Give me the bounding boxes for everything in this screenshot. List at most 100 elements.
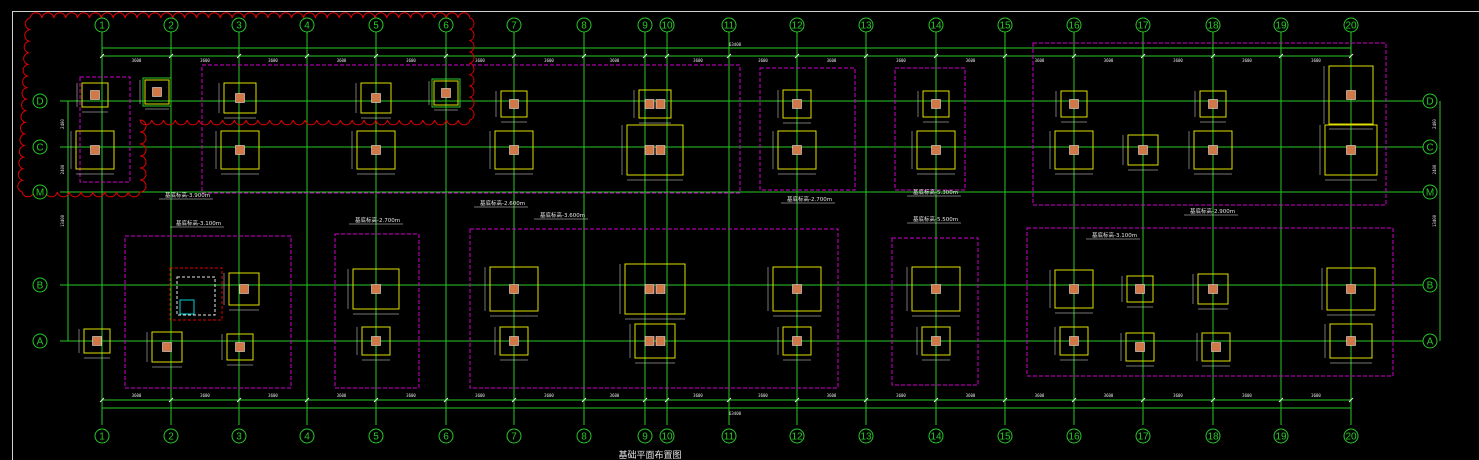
axis-bubble-bottom-18: 18: [1205, 428, 1221, 444]
axis-bubble-circle: [1422, 333, 1438, 349]
elevation-zone: [334, 233, 420, 389]
bay-dim-top: 3600: [693, 58, 703, 63]
bay-dim-bottom: 3600: [200, 393, 210, 398]
axis-bubble-label: 12: [791, 21, 803, 32]
axis-bubble-circle: [231, 428, 247, 444]
column: [239, 284, 249, 294]
bay-dim-top: 3600: [1242, 58, 1252, 63]
footing: [772, 266, 822, 312]
elevation-zone: [891, 237, 979, 386]
footing: [1127, 134, 1159, 166]
footing: [75, 130, 115, 170]
axis-bubble-circle: [32, 139, 48, 155]
column: [1346, 284, 1356, 294]
overall-dim-top: 63400: [729, 42, 742, 47]
axis-bubble-label: 9: [642, 432, 648, 443]
dim-tick: [1348, 53, 1354, 59]
axis-bubble-label: 19: [1275, 21, 1287, 32]
axis-bubbles: 1122334455667788991010111112121313141415…: [32, 17, 1438, 444]
axis-bubble-circle: [299, 17, 315, 33]
footing: [1126, 275, 1154, 303]
axis-bubble-circle: [1422, 139, 1438, 155]
dim-tick: [794, 397, 800, 403]
column: [90, 90, 100, 100]
footing: [916, 130, 956, 170]
row-dim: 2400: [1432, 119, 1437, 129]
dim-tick: [1140, 53, 1146, 59]
axis-bubble-label: 20: [1345, 432, 1357, 443]
footing: [499, 326, 529, 356]
column: [1069, 284, 1079, 294]
footing: [360, 82, 392, 114]
dim-tick: [99, 397, 105, 403]
axis-bubble-circle: [789, 428, 805, 444]
axis-bubble-top-20: 20: [1343, 17, 1359, 33]
axis-bubble-label: 11: [724, 432, 735, 443]
dim-tick: [168, 397, 174, 403]
axis-bubble-bottom-17: 17: [1135, 428, 1151, 444]
bay-dim-top: 3600: [827, 58, 837, 63]
axis-bubble-label: B: [1427, 281, 1434, 292]
column: [371, 93, 381, 103]
dim-tick: [1348, 397, 1354, 403]
pit-cloud: [169, 267, 223, 321]
revision-cloud: [17, 12, 475, 198]
column: [655, 145, 666, 155]
axis-bubble-circle: [163, 17, 179, 33]
column: [371, 284, 381, 294]
axis-bubble-top-3: 3: [231, 17, 247, 33]
axis-bubble-circle: [231, 17, 247, 33]
footing: [356, 130, 396, 170]
annotation-notes: 基底标高-3.900m基底标高-2.600m基底标高-2.700m基底标高-5.…: [17, 12, 1238, 240]
axis-bubble-circle: [506, 428, 522, 444]
column: [509, 336, 519, 346]
axis-bubble-top-6: 6: [438, 17, 454, 33]
footing: [494, 130, 534, 170]
overall-dim-bottom: 63400: [729, 411, 742, 416]
bay-dim-bottom: 3600: [896, 393, 906, 398]
axis-bubble-right-A: A: [1422, 333, 1438, 349]
column: [1211, 342, 1221, 352]
axis-bubble-label: 7: [511, 432, 517, 443]
axis-bubble-top-11: 11: [721, 17, 737, 33]
column: [1135, 284, 1145, 294]
axis-bubble-circle: [659, 428, 675, 444]
footing: [634, 323, 676, 359]
axis-bubble-bottom-6: 6: [438, 428, 454, 444]
footing: [1199, 90, 1227, 118]
footing: [921, 326, 951, 356]
axis-bubble-bottom-13: 13: [858, 428, 874, 444]
footing: [144, 79, 170, 105]
dim-tick: [642, 397, 648, 403]
column: [509, 99, 519, 109]
axis-bubble-left-C: C: [32, 139, 48, 155]
row-dim: 2400: [1432, 164, 1437, 174]
footing: [223, 82, 257, 114]
elevation-zone: [1026, 227, 1394, 377]
footing: [228, 272, 260, 306]
bay-dim-bottom: 3600: [1242, 393, 1252, 398]
axis-bubble-circle: [32, 184, 48, 200]
bay-dim-bottom: 3600: [966, 393, 976, 398]
axis-bubble-label: 16: [1068, 21, 1080, 32]
axis-bubble-label: 4: [304, 21, 310, 32]
axis-bubble-label: 3: [236, 432, 242, 443]
axis-bubble-bottom-1: 1: [94, 428, 110, 444]
footing: [1060, 90, 1088, 118]
dim-tick: [304, 53, 310, 59]
elevation-zone: [124, 235, 292, 389]
axis-bubble-bottom-14: 14: [928, 428, 944, 444]
dim-tick: [726, 53, 732, 59]
axis-bubble-circle: [721, 428, 737, 444]
axis-bubble-label: 10: [661, 432, 673, 443]
axis-bubble-circle: [637, 428, 653, 444]
column: [235, 342, 245, 352]
footing: [911, 266, 961, 312]
axis-bubble-top-18: 18: [1205, 17, 1221, 33]
footing: [83, 328, 111, 354]
bay-dim-top: 3600: [337, 58, 347, 63]
column: [1135, 342, 1145, 352]
bay-dim-bottom: 3600: [827, 393, 837, 398]
bay-dim-bottom: 3600: [1311, 393, 1321, 398]
